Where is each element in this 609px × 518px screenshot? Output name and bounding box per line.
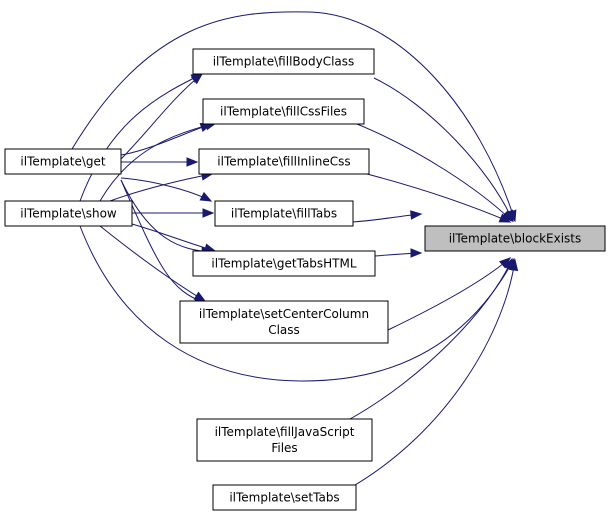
node-label: ilTemplate\fillCssFiles <box>220 105 347 119</box>
arrowhead <box>507 209 517 223</box>
edge-get-tabs-html-to-block-exists <box>374 248 423 258</box>
arrowhead <box>410 210 423 220</box>
edge-get-to-set-center-column-class <box>120 179 207 304</box>
arrowhead <box>199 191 213 202</box>
edge-show-to-fill-body-class <box>79 73 204 202</box>
edge-fill-tabs-to-block-exists <box>352 210 423 223</box>
edge-line <box>366 173 511 223</box>
edge-show-to-block-exists <box>79 225 515 382</box>
node-box <box>179 300 389 344</box>
node-fill-inline-css[interactable]: ilTemplate\fillInlineCss <box>198 148 370 175</box>
node-box <box>424 225 606 252</box>
node-box <box>192 48 375 75</box>
node-box <box>212 484 357 511</box>
arrowhead <box>193 291 207 302</box>
edge-set-tabs-to-block-exists <box>349 258 519 489</box>
node-label: ilTemplate\getTabsHTML <box>211 257 356 271</box>
edge-get-to-fill-inline-css <box>121 157 199 167</box>
arrowhead <box>504 257 515 271</box>
edge-get-to-block-exists <box>71 11 517 223</box>
node-block-exists[interactable]: ilTemplate\blockExists <box>424 225 606 252</box>
node-set-tabs[interactable]: ilTemplate\setTabs <box>212 484 357 511</box>
node-box <box>198 148 370 175</box>
node-label: ilTemplate\setCenterColumn <box>199 307 369 321</box>
edge-line <box>131 223 216 252</box>
edge-fill-inline-css-to-block-exists <box>366 173 512 223</box>
edge-show-to-set-center-column-class <box>99 225 207 302</box>
node-label: ilTemplate\setTabs <box>229 491 339 505</box>
node-label: ilTemplate\fillBodyClass <box>213 55 355 69</box>
node-label: ilTemplate\show <box>20 207 117 221</box>
node-box <box>4 148 122 175</box>
edge-line <box>120 177 212 202</box>
node-label: ilTemplate\get <box>20 155 105 169</box>
edge-line <box>120 179 213 253</box>
edge-line <box>373 77 514 222</box>
node-show[interactable]: ilTemplate\show <box>4 200 133 227</box>
edge-line <box>120 179 206 304</box>
edge-get-to-get-tabs-html <box>120 179 214 257</box>
node-fill-tabs[interactable]: ilTemplate\fillTabs <box>214 200 354 227</box>
edge-line <box>99 225 206 302</box>
arrowhead <box>410 248 423 258</box>
node-label: Class <box>268 323 300 337</box>
node-fill-body-class[interactable]: ilTemplate\fillBodyClass <box>192 48 375 75</box>
edge-line <box>349 259 516 489</box>
node-get[interactable]: ilTemplate\get <box>4 148 122 175</box>
edge-line <box>79 73 203 202</box>
edge-fill-css-files-to-block-exists <box>356 123 513 222</box>
node-get-tabs-html[interactable]: ilTemplate\getTabsHTML <box>192 250 376 277</box>
node-box <box>202 98 365 125</box>
node-label: Files <box>271 441 297 455</box>
edge-line <box>79 225 515 382</box>
edge-line <box>119 73 203 161</box>
edge-get-to-fill-body-class <box>119 73 204 161</box>
arrowhead <box>498 213 512 223</box>
node-label: ilTemplate\fillInlineCss <box>217 155 350 169</box>
edge-line <box>71 11 516 222</box>
node-label: ilTemplate\fillTabs <box>231 207 337 221</box>
node-box <box>4 200 133 227</box>
arrowhead <box>186 157 199 167</box>
edge-get-to-fill-tabs <box>120 177 213 202</box>
edge-line <box>356 123 513 222</box>
edges-layer <box>71 11 519 489</box>
edge-show-to-fill-inline-css <box>109 171 214 202</box>
edge-show-to-fill-tabs <box>132 208 215 218</box>
node-box <box>214 200 354 227</box>
edge-line <box>387 257 511 331</box>
node-label: ilTemplate\blockExists <box>449 232 582 246</box>
node-label: ilTemplate\fillJavaScript <box>215 425 355 439</box>
arrowhead <box>202 208 215 218</box>
node-box <box>196 418 373 462</box>
nodes-layer: ilTemplate\blockExists ilTemplate\get ilTe… <box>4 48 606 511</box>
edge-line <box>99 122 217 202</box>
node-box <box>192 250 376 277</box>
node-fill-css-files[interactable]: ilTemplate\fillCssFiles <box>202 98 365 125</box>
edge-line <box>109 173 213 202</box>
edge-fill-body-class-to-block-exists <box>373 77 514 223</box>
